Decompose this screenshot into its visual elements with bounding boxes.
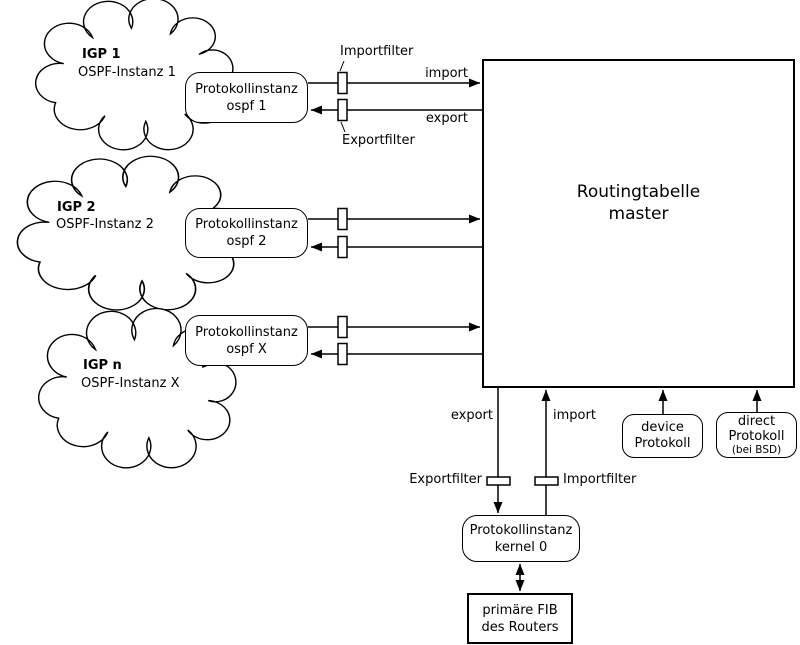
routing-table-line2: master xyxy=(608,204,669,224)
protocol-box-ospf2-line1: Protokollinstanz xyxy=(195,217,298,232)
import-bottom-label: import xyxy=(553,408,596,423)
exportfilter-bottom-label: Exportfilter xyxy=(409,472,482,487)
import-top-label: import xyxy=(425,66,468,81)
protocol-box-ospf1-line1: Protokollinstanz xyxy=(195,81,298,97)
primary-fib-line1: primäre FIB xyxy=(482,602,558,618)
import-filter-marker-row1 xyxy=(337,71,348,95)
cloud2-name: IGP 2 xyxy=(57,200,96,215)
export-filter-marker-row1 xyxy=(337,98,348,122)
exportfilter-top-label: Exportfilter xyxy=(342,133,415,148)
direct-protocol-line1: direct xyxy=(737,414,776,429)
kernel-protocol-line2: kernel 0 xyxy=(494,539,548,555)
kernel-protocol-line1: Protokollinstanz xyxy=(469,522,573,538)
protocol-box-ospfx-line2: ospf X xyxy=(226,341,267,357)
routing-table-master-box: Routingtabelle master xyxy=(482,59,795,388)
primary-fib-box: primäre FIB des Routers xyxy=(467,593,573,644)
cloud3-name: IGP n xyxy=(83,358,122,373)
primary-fib-line2: des Routers xyxy=(481,619,559,635)
cloud1-name: IGP 1 xyxy=(82,47,121,62)
import-filter-marker-kernel xyxy=(534,476,559,486)
exportfilter-callout-line xyxy=(340,121,346,133)
routing-table-line1: Routingtabelle xyxy=(576,182,701,202)
device-protocol-line2: Protokoll xyxy=(634,436,691,451)
direct-protocol-box: direct Protokoll (bei BSD) xyxy=(716,412,797,458)
protocol-box-ospf1: Protokollinstanz ospf 1 xyxy=(185,72,308,123)
importfilter-top-label: Importfilter xyxy=(340,44,414,59)
kernel-protocol-box: Protokollinstanz kernel 0 xyxy=(462,515,580,562)
export-bottom-label: export xyxy=(450,408,493,423)
protocol-box-ospf2-line2: ospf 2 xyxy=(226,234,267,249)
cloud1-subtitle: OSPF-Instanz 1 xyxy=(78,65,176,80)
protocol-box-ospfx: Protokollinstanz ospf X xyxy=(185,315,308,366)
export-filter-marker-row3 xyxy=(337,342,348,366)
device-protocol-box: device Protokoll xyxy=(622,414,703,458)
import-filter-marker-row3 xyxy=(337,315,348,339)
import-filter-marker-row2 xyxy=(337,207,348,231)
direct-protocol-line2: Protokoll xyxy=(728,429,785,444)
protocol-box-ospf1-line2: ospf 1 xyxy=(226,98,267,114)
export-top-label: export xyxy=(425,111,468,126)
direct-protocol-line3: (bei BSD) xyxy=(731,444,782,456)
routing-table-master-text: Routingtabelle master xyxy=(484,181,793,225)
cloud3-subtitle: OSPF-Instanz X xyxy=(81,376,180,391)
export-filter-marker-row2 xyxy=(337,235,348,259)
importfilter-bottom-label: Importfilter xyxy=(563,472,637,487)
cloud2-subtitle: OSPF-Instanz 2 xyxy=(56,217,154,232)
importfilter-callout-line xyxy=(339,60,345,72)
device-protocol-line1: device xyxy=(641,420,684,435)
protocol-box-ospf2: Protokollinstanz ospf 2 xyxy=(185,208,308,258)
export-filter-marker-kernel xyxy=(486,476,511,486)
protocol-box-ospfx-line1: Protokollinstanz xyxy=(195,324,298,340)
